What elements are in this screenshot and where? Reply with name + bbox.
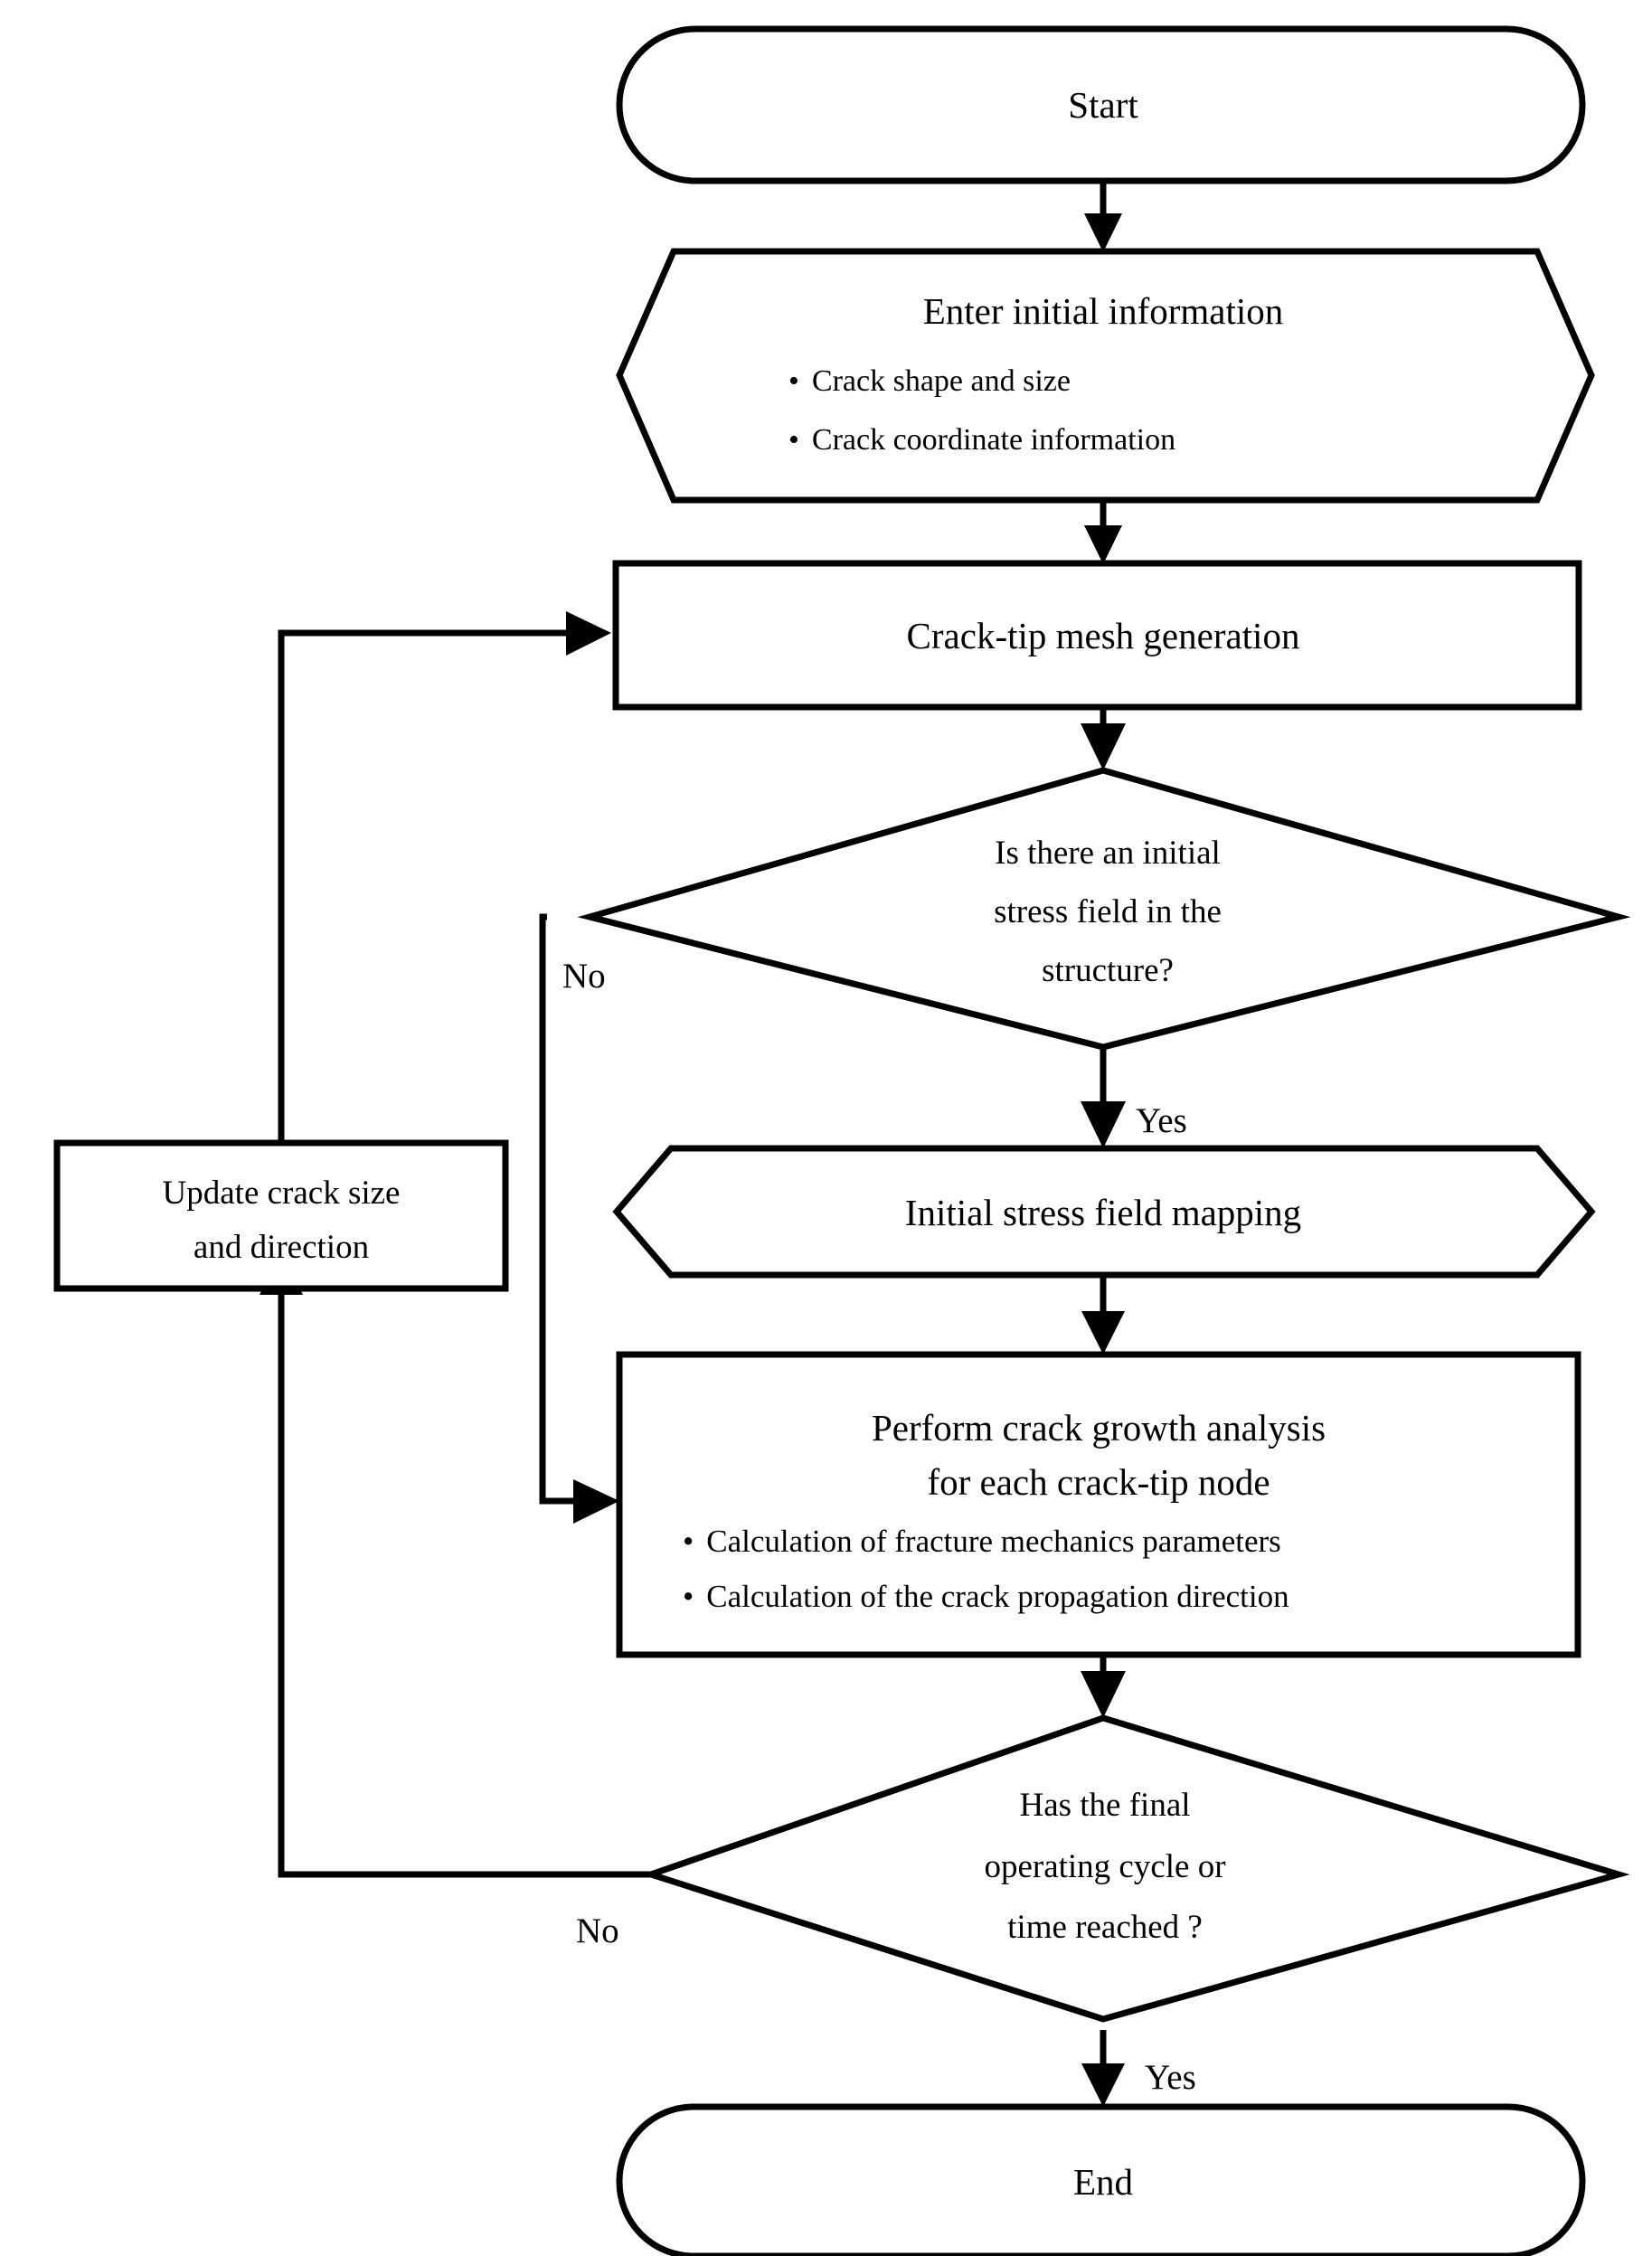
node-crack-growth-line-0: Perform crack growth analysis — [872, 1407, 1326, 1449]
node-start[interactable]: Start — [616, 25, 1586, 184]
node-decision-final-line-1: operating cycle or — [984, 1848, 1225, 1885]
node-crack-growth-analysis[interactable]: Perform crack growth analysis for each c… — [616, 1351, 1581, 1658]
bullet-char-2: • — [683, 1524, 694, 1559]
edge-label-final-no: No — [576, 1911, 619, 1950]
node-enter-info-bullet-1: • Crack coordinate information — [788, 423, 1175, 457]
edge-start-to-enter-info — [1084, 181, 1122, 252]
bullet-char-1: • — [788, 423, 799, 457]
node-crack-growth-bullet-0: • Calculation of fracture mechanics param… — [683, 1524, 1281, 1559]
node-decision-stress-line-1: stress field in the — [994, 893, 1222, 930]
edge-update-to-mesh — [278, 611, 611, 1144]
node-decision-final-line-2: time reached ? — [1007, 1909, 1203, 1946]
edge-label-stress-no: No — [562, 957, 606, 996]
edge-decision-final-no — [260, 1251, 651, 1878]
node-decision-stress-line-0: Is there an initial — [995, 835, 1221, 872]
bullet-char-3: • — [683, 1579, 694, 1614]
node-stress-field-mapping[interactable]: Initial stress field mapping — [612, 1145, 1596, 1279]
edge-label-stress-yes: Yes — [1136, 1101, 1187, 1140]
node-crack-growth-line-1: for each crack-tip node — [927, 1461, 1270, 1503]
node-update-crack[interactable]: Update crack size and direction — [53, 1139, 509, 1292]
node-update-crack-line-1: and direction — [194, 1229, 369, 1266]
node-decision-final-cycle[interactable]: Has the final operating cycle or time re… — [640, 1714, 1630, 2023]
edge-mapping-to-crack-growth — [1081, 1275, 1125, 1355]
node-enter-initial-information[interactable]: Enter initial information • Crack shape a… — [616, 248, 1595, 504]
edge-mesh-to-decision-stress — [1081, 707, 1126, 770]
edge-label-final-yes: Yes — [1145, 2058, 1196, 2097]
node-enter-info-bullet-0: • Crack shape and size — [788, 364, 1071, 398]
node-decision-final-line-0: Has the final — [1019, 1787, 1190, 1824]
node-end[interactable]: End — [616, 2103, 1586, 2256]
edge-crack-growth-to-decision-final — [1081, 1655, 1126, 1718]
bullet-text-3: Calculation of the crack propagation dir… — [706, 1579, 1289, 1614]
node-start-label: Start — [1068, 84, 1138, 126]
node-enter-info-title: Enter initial information — [923, 290, 1284, 332]
node-mesh-generation[interactable]: Crack-tip mesh generation — [612, 560, 1582, 711]
bullet-char-0: • — [788, 364, 799, 398]
node-crack-growth-bullet-1: • Calculation of the crack propagation di… — [683, 1579, 1289, 1614]
node-update-crack-line-0: Update crack size — [163, 1175, 401, 1212]
edge-decision-stress-yes — [1081, 1044, 1126, 1148]
node-mesh-generation-label: Crack-tip mesh generation — [907, 615, 1300, 656]
node-decision-initial-stress[interactable]: Is there an initial stress field in the … — [577, 767, 1631, 1051]
edge-enter-info-to-mesh — [1084, 500, 1122, 564]
edge-decision-final-yes — [1081, 2030, 1125, 2107]
node-decision-stress-line-2: structure? — [1042, 952, 1174, 989]
bullet-text-2: Calculation of fracture mechanics parame… — [706, 1524, 1281, 1559]
bullet-text-1: Crack coordinate information — [812, 423, 1175, 457]
node-stress-mapping-label: Initial stress field mapping — [905, 1192, 1301, 1233]
bullet-text-0: Crack shape and size — [812, 364, 1071, 398]
edge-decision-stress-no — [539, 913, 619, 1524]
node-end-label: End — [1073, 2161, 1133, 2203]
